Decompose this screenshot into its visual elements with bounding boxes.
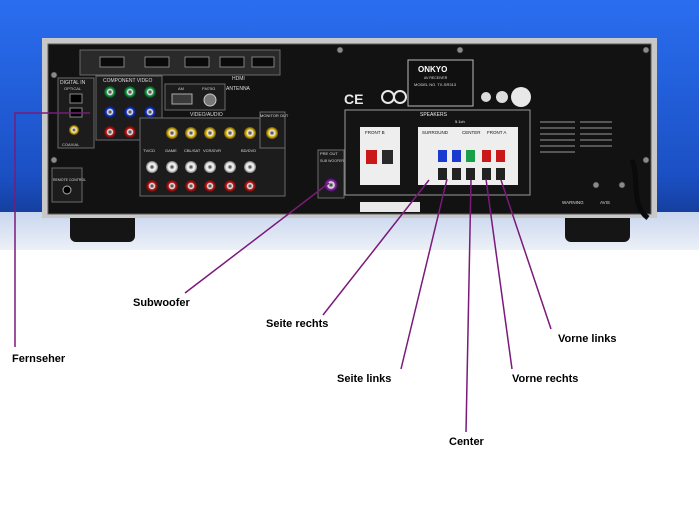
hdmi-ports (99, 56, 275, 68)
certification-logos: CE (344, 87, 531, 107)
fm-connector (203, 93, 217, 107)
callout-subwoofer: Subwoofer (133, 297, 190, 309)
input-labels: TV/CD GAME CBL/SAT VCR/DVR BD/DVD (143, 148, 256, 153)
center-label: CENTER (462, 130, 481, 135)
remote-jack (62, 185, 72, 195)
video-audio-label: VIDEO/AUDIO (190, 112, 223, 118)
rca-jacks (146, 127, 256, 192)
model-type: AV RECEIVER (424, 76, 448, 80)
speaker-config: 5.1ch (455, 119, 465, 124)
pre-out-label: PRE OUT (320, 151, 338, 156)
remote-control-panel (51, 167, 83, 203)
power-cord (629, 159, 650, 221)
front-b-label: FRONT B (365, 130, 385, 135)
brand-plate (407, 59, 474, 107)
callout-seite-links: Seite links (337, 373, 392, 385)
callout-center: Center (449, 436, 484, 448)
svg-text:GAME: GAME (165, 148, 177, 153)
antenna-label: ANTENNA (226, 86, 251, 92)
component-video-label: COMPONENT VIDEO (103, 78, 152, 84)
callout-vorne-links: Vorne links (558, 333, 617, 345)
monitor-out-jack (266, 127, 278, 139)
subwoofer-jack-label: SUB WOOFER (320, 159, 344, 163)
screws (50, 46, 650, 189)
avis-label: AVIS (600, 200, 610, 205)
foot-right (565, 212, 630, 242)
am-label: AM (178, 86, 184, 91)
svg-text:CE: CE (344, 91, 363, 107)
svg-text:VCR/DVR: VCR/DVR (203, 148, 221, 153)
optical-port-1 (69, 93, 83, 104)
warning-area: WARNING AVIS (562, 200, 610, 205)
remote-control-label: REMOTE CONTROL (53, 178, 86, 182)
info-text-lines (540, 121, 612, 153)
model-number: MODEL NO. TX-SR313 (414, 82, 457, 87)
warning-label: WARNING (562, 200, 584, 205)
am-terminal (171, 93, 193, 105)
speakers-label: SPEAKERS (420, 112, 448, 118)
fm-label: FM75Ω (202, 86, 215, 91)
speaker-terminals (438, 150, 505, 180)
component-jacks (104, 86, 156, 138)
callout-vorne-rechts: Vorne rechts (512, 373, 579, 385)
coaxial-jack (69, 125, 79, 135)
front-b-terminal-l (382, 150, 393, 164)
foot-left (70, 212, 135, 242)
optical-label: OPTICAL (64, 86, 82, 91)
callout-seite-rechts: Seite rechts (266, 318, 329, 330)
callout-lines (14, 112, 552, 433)
front-b-terminal-r (366, 150, 377, 164)
brand-logo: ONKYO (418, 65, 447, 74)
svg-text:TV/CD: TV/CD (143, 148, 155, 153)
hdmi-label: HDMI (232, 76, 245, 82)
monitor-out-label: MONITOR OUT (260, 113, 289, 118)
serial-sticker (360, 202, 420, 212)
svg-text:CBL/SAT: CBL/SAT (184, 148, 201, 153)
callout-fernseher: Fernseher (12, 353, 66, 365)
coaxial-label: COAXIAL (62, 142, 80, 147)
svg-text:BD/DVD: BD/DVD (241, 148, 256, 153)
front-a-label: FRONT A (487, 130, 506, 135)
surround-label: SURROUND (422, 130, 449, 135)
digital-in-label: DIGITAL IN (60, 80, 86, 86)
white-area (0, 250, 699, 527)
subwoofer-jack (324, 178, 338, 192)
